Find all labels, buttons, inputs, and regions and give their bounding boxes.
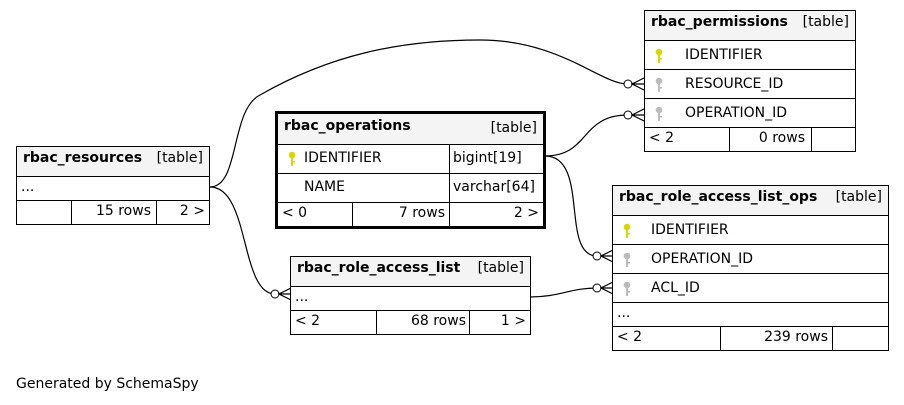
column-ellipsis-row: ... (613, 302, 888, 326)
row-count: 68 rows (410, 313, 466, 329)
table-name: rbac_resources (23, 150, 143, 166)
row-count: 0 rows (758, 130, 805, 146)
row-count: 7 rows (398, 205, 445, 221)
table-stats-row: < 0 7 rows 2 > (278, 202, 543, 226)
edge-resources-acl (209, 186, 276, 295)
column-row[interactable]: NAME varchar[64] (278, 173, 543, 202)
foreign-key-icon (655, 106, 663, 121)
column-ellipsis-row: ... (17, 176, 209, 200)
column-row[interactable]: IDENTIFIER (613, 215, 888, 244)
children-count[interactable]: 2 > (513, 205, 539, 221)
column-row[interactable]: OPERATION_ID (613, 244, 888, 273)
table-name: rbac_permissions (651, 14, 788, 30)
column-name: IDENTIFIER (304, 150, 382, 166)
column-name: IDENTIFIER (651, 222, 729, 238)
table-type: [table] (156, 150, 203, 166)
table-stats-row: < 2 239 rows (613, 326, 888, 350)
row-count: 239 rows (764, 329, 828, 345)
primary-key-icon (623, 223, 631, 238)
primary-key-icon (288, 151, 296, 166)
column-ellipsis-row: ... (291, 286, 530, 310)
table-rbac-role-access-list[interactable]: rbac_role_access_list [table] ... < 2 68… (290, 256, 531, 335)
column-type: varchar[64] (453, 179, 535, 195)
table-header: rbac_permissions [table] (645, 11, 855, 40)
row-count: 15 rows (95, 203, 151, 219)
columns-ellipsis: ... (295, 289, 309, 305)
columns-ellipsis: ... (617, 305, 631, 321)
column-name: RESOURCE_ID (685, 76, 784, 92)
column-row[interactable]: IDENTIFIER bigint[19] (278, 144, 543, 173)
edge-operations-permissions (544, 114, 629, 157)
table-name: rbac_operations (284, 118, 411, 134)
table-stats-row: < 2 68 rows 1 > (291, 310, 530, 334)
table-rbac-resources[interactable]: rbac_resources [table] ... 15 rows 2 > (16, 146, 210, 225)
generated-by-footer: Generated by SchemaSpy (16, 376, 199, 392)
column-row[interactable]: ACL_ID (613, 273, 888, 302)
table-header: rbac_role_access_list_ops [table] (613, 186, 888, 215)
primary-key-icon (655, 48, 663, 63)
edge-acl-ops (529, 287, 598, 298)
table-rbac-permissions[interactable]: rbac_permissions [table] IDENTIFIER RESO… (644, 10, 856, 152)
column-name: OPERATION_ID (651, 251, 754, 267)
foreign-key-icon (655, 77, 663, 92)
parents-count[interactable]: < 2 (617, 329, 643, 345)
table-header: rbac_role_access_list [table] (291, 257, 530, 286)
parents-count[interactable]: < 0 (282, 205, 308, 221)
column-name: OPERATION_ID (685, 105, 788, 121)
table-header: rbac_resources [table] (17, 147, 209, 176)
column-name: NAME (304, 179, 345, 195)
table-stats-row: 15 rows 2 > (17, 200, 209, 224)
table-rbac-operations[interactable]: rbac_operations [table] IDENTIFIER bigin… (275, 111, 546, 229)
edge-end-circle (623, 79, 633, 89)
column-type: bigint[19] (453, 150, 522, 166)
table-stats-row: < 2 0 rows (645, 127, 855, 151)
children-count[interactable]: 2 > (179, 203, 205, 219)
column-row[interactable]: RESOURCE_ID (645, 69, 855, 98)
table-rbac-role-access-list-ops[interactable]: rbac_role_access_list_ops [table] IDENTI… (612, 185, 889, 351)
edge-operations-ops (544, 155, 598, 257)
table-type: [table] (477, 260, 524, 276)
children-count[interactable]: 1 > (500, 313, 526, 329)
foreign-key-icon (623, 281, 631, 296)
table-type: [table] (802, 14, 849, 30)
column-name: ACL_ID (651, 280, 700, 296)
foreign-key-icon (623, 252, 631, 267)
column-name: IDENTIFIER (685, 47, 763, 63)
columns-ellipsis: ... (21, 179, 35, 195)
parents-count[interactable]: < 2 (295, 313, 321, 329)
table-name: rbac_role_access_list (297, 260, 461, 276)
table-header: rbac_operations [table] (278, 114, 543, 144)
table-type: [table] (490, 120, 537, 136)
table-type: [table] (835, 189, 882, 205)
column-row[interactable]: OPERATION_ID (645, 98, 855, 127)
table-name: rbac_role_access_list_ops (619, 189, 818, 205)
column-row[interactable]: IDENTIFIER (645, 40, 855, 69)
parents-count[interactable]: < 2 (649, 130, 675, 146)
